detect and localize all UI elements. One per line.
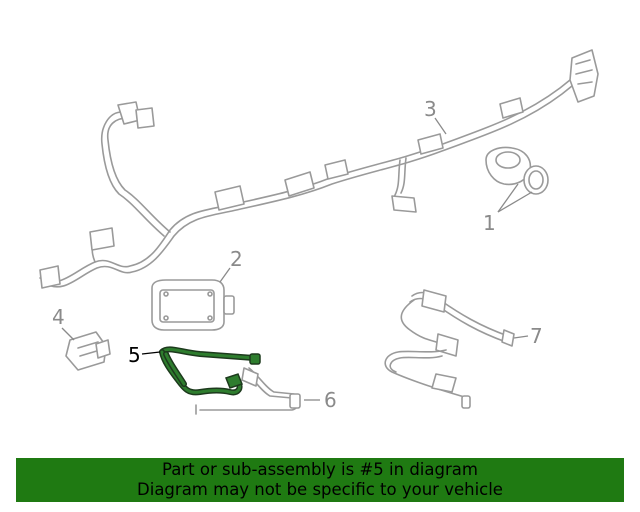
leader-7 [513,335,529,339]
callout-5: 5 [128,343,141,367]
leader-1a [497,183,519,213]
parts-diagram: 1 2 3 4 5 6 7 [39,49,599,415]
wire-part-6[interactable] [195,367,301,415]
leader-3 [434,117,447,135]
connector-part-4[interactable] [65,331,111,371]
callout-7: 7 [530,324,543,348]
module-part-2[interactable] [151,279,235,331]
leader-1b [497,191,533,213]
leader-5 [141,351,161,355]
leader-4 [61,327,75,341]
callout-3: 3 [424,97,437,121]
sensor-part-1[interactable] [485,146,549,195]
leader-2 [219,267,231,283]
callout-1: 1 [483,211,496,235]
harness-part-3[interactable] [39,49,599,289]
banner-line-disclaimer: Diagram may not be specific to your vehi… [137,480,503,499]
callout-6: 6 [324,388,337,412]
callout-4: 4 [52,305,65,329]
wire-part-7[interactable] [384,289,515,409]
info-banner: Part or sub-assembly is #5 in diagram Di… [16,458,624,502]
banner-line-part: Part or sub-assembly is #5 in diagram [162,460,478,479]
wire-part-5-highlighted[interactable] [159,346,261,396]
callout-2: 2 [230,247,243,271]
